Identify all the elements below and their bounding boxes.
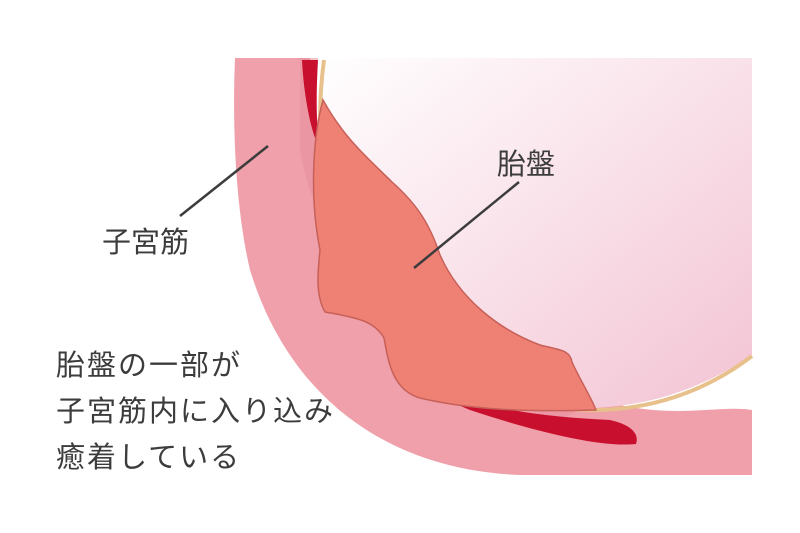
caption-line-1: 胎盤の一部が: [56, 348, 243, 382]
caption-line-3: 癒着している: [56, 440, 242, 474]
blood-vessel-lower: [440, 392, 637, 445]
blood-vessel-upper: [302, 60, 320, 150]
caption: 胎盤の一部が 子宮筋内に入り込み 癒着している: [56, 342, 335, 480]
caption-line-2: 子宮筋内に入り込み: [56, 394, 336, 428]
leader-line-uterine-muscle: [179, 145, 269, 217]
label-placenta: 胎盤: [497, 147, 555, 181]
leader-line-placenta: [413, 181, 520, 269]
label-uterine-muscle: 子宮筋: [102, 225, 189, 259]
uterine-wall: [234, 58, 753, 475]
placenta: [312, 98, 598, 412]
